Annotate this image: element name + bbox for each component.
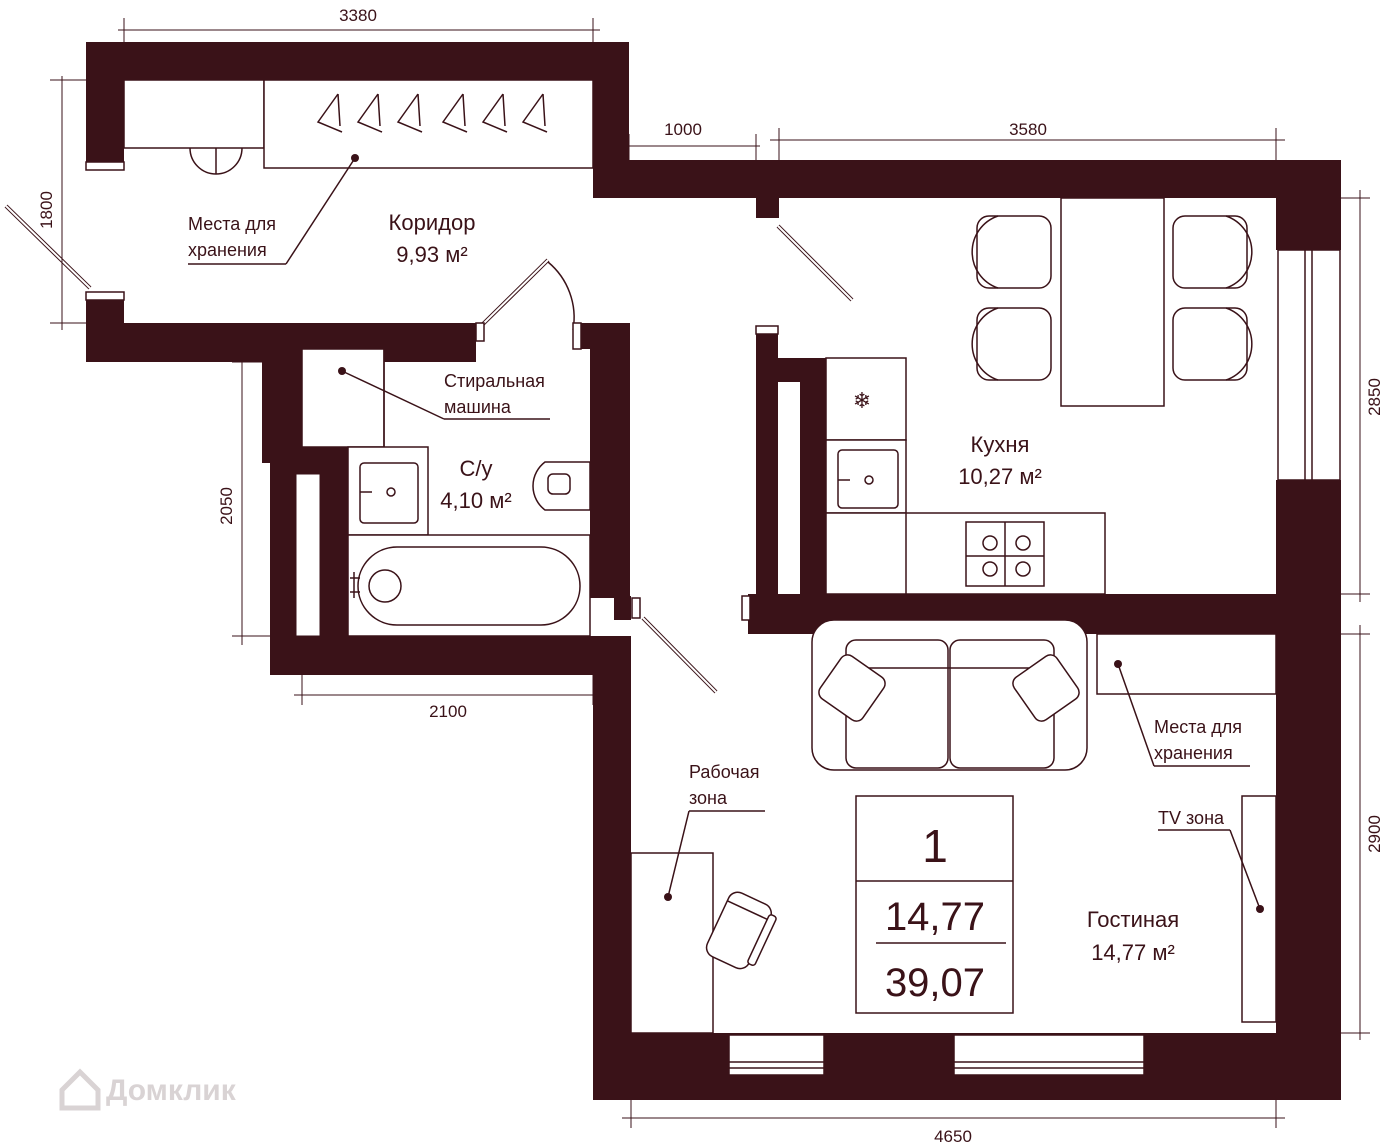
note-work-zone-line1: Рабочая <box>689 762 759 782</box>
note-work-zone-line2: зона <box>689 788 728 808</box>
wardrobe <box>123 79 594 175</box>
note-tv-zone: TV зона <box>1158 808 1225 828</box>
living-furniture <box>630 619 1277 1034</box>
office-chair-icon <box>705 891 777 970</box>
bathroom-fixtures <box>301 348 591 637</box>
note-storage-top-line1: Места для <box>188 214 276 234</box>
windows <box>728 249 1341 1076</box>
snowflake-icon: ❄ <box>853 388 871 413</box>
room-bathroom-name: С/у <box>460 456 493 481</box>
room-kitchen-area: 10,27 м² <box>958 464 1042 489</box>
dim-door-gap: 1000 <box>664 120 702 139</box>
living-area-value: 14,77 <box>885 895 985 939</box>
watermark-text: Домклик <box>106 1074 237 1107</box>
room-kitchen-name: Кухня <box>971 432 1030 457</box>
dim-top-width: 3380 <box>339 6 377 25</box>
dim-left-height: 1800 <box>37 191 56 229</box>
dim-kitchen-width: 3580 <box>1009 120 1047 139</box>
total-area-value: 39,07 <box>885 961 985 1005</box>
note-washer-line1: Стиральная <box>444 371 545 391</box>
room-living-area: 14,77 м² <box>1091 940 1175 965</box>
home-icon <box>59 1068 101 1111</box>
dim-bath-width: 2100 <box>429 702 467 721</box>
dim-bottom-width: 4650 <box>934 1127 972 1146</box>
dim-kitchen-height: 2850 <box>1365 378 1384 416</box>
room-labels: Коридор 9,93 м² Кухня 10,27 м² С/у 4,10 … <box>389 210 1180 965</box>
watermark: Домклик <box>59 1068 237 1111</box>
note-washer-line2: машина <box>444 397 512 417</box>
kitchen-furniture: ❄ <box>825 197 1253 595</box>
note-storage-right-line1: Места для <box>1154 717 1242 737</box>
note-storage-top-line2: хранения <box>188 240 267 260</box>
notes: Места для хранения Стиральная машина Мес… <box>188 154 1264 913</box>
rooms-count: 1 <box>922 820 948 872</box>
dim-bath-height: 2050 <box>217 487 236 525</box>
dimension-lines <box>50 18 1370 1128</box>
doors <box>4 161 854 694</box>
dim-living-height: 2900 <box>1365 815 1384 853</box>
summary-box: 1 14,77 39,07 <box>855 795 1014 1014</box>
room-corridor-name: Коридор <box>389 210 476 235</box>
room-bathroom-area: 4,10 м² <box>440 488 511 513</box>
room-corridor-area: 9,93 м² <box>396 242 467 267</box>
hanger-icons <box>316 93 548 133</box>
dimension-labels: 3380 1800 1000 3580 2850 2050 2100 2900 … <box>37 6 1384 1146</box>
note-storage-right-line2: хранения <box>1154 743 1233 763</box>
chair-icons <box>971 215 1253 381</box>
room-living-name: Гостиная <box>1087 907 1179 932</box>
